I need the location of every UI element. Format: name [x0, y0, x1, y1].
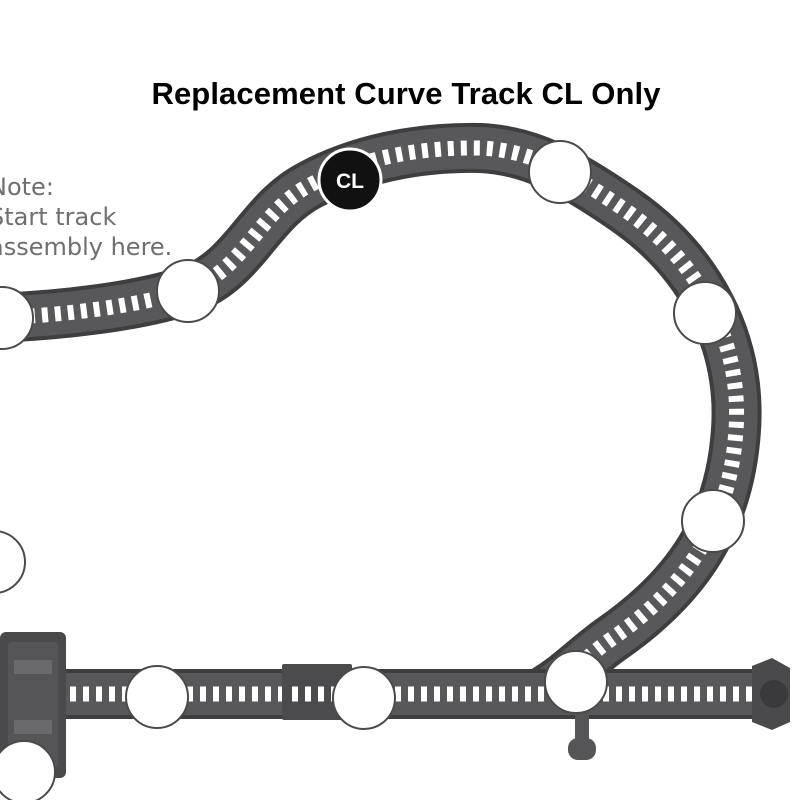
curved-track [0, 122, 762, 712]
assembly-note: Note: Start track assembly here. [0, 172, 172, 262]
connection-marker [125, 665, 189, 729]
note-line-2: Start track [0, 203, 117, 231]
cl-marker-circle [317, 147, 383, 213]
cl-marker: CL [317, 147, 383, 213]
cl-marker-label: CL [336, 170, 364, 193]
note-line-3: assembly here. [0, 233, 173, 261]
diagram-title: Replacement Curve Track CL Only [151, 76, 661, 111]
connection-markers [0, 140, 745, 800]
right-buffer-stop [752, 658, 790, 730]
connection-marker [0, 530, 26, 594]
connection-marker [156, 259, 220, 323]
curved-track-body [0, 126, 758, 709]
connection-marker [0, 286, 34, 350]
connection-marker [528, 140, 592, 204]
connection-marker [673, 281, 737, 345]
connection-marker [332, 666, 396, 730]
support-post [568, 712, 596, 760]
connection-marker [0, 740, 56, 800]
connection-marker [544, 650, 608, 714]
connection-marker [681, 489, 745, 553]
note-line-1: Note: [0, 173, 54, 201]
